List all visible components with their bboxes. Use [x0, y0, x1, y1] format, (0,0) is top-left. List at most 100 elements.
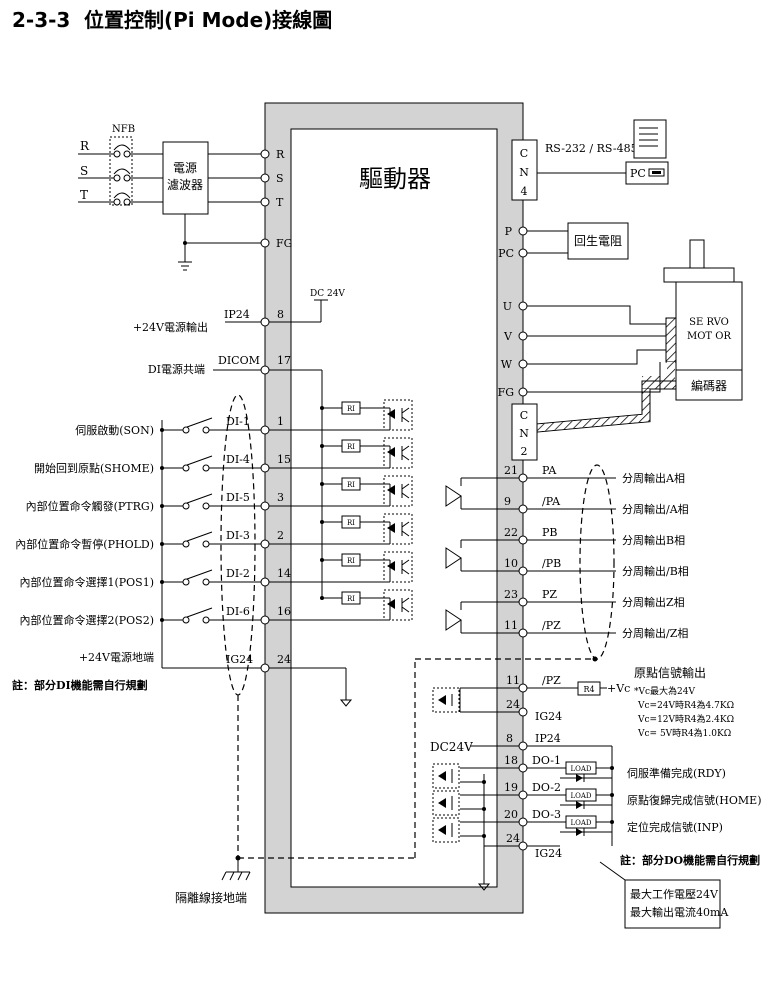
do-pin: 19 [504, 781, 518, 794]
origin-note-4: Vc= 5V時R4為1.0KΩ [637, 727, 731, 739]
power-phases: R S T [78, 139, 163, 206]
diode-icon [576, 828, 583, 836]
origin-title: 原點信號輸出 [634, 665, 706, 680]
regen-resistor-block: P PC 回生電阻 [498, 222, 629, 260]
dicom-label: DICOM [218, 354, 260, 367]
terminal-w: W [501, 358, 513, 371]
terminal-r: R [276, 148, 285, 161]
pulse-desc: 分周輸出A相 [622, 471, 685, 485]
terminal-fg: FG [276, 237, 292, 250]
pulse-pin: 22 [504, 526, 518, 539]
cn2-connector: C N 2 [511, 403, 538, 461]
pulse-desc: 分周輸出/B相 [622, 564, 689, 578]
do-load-label: LOAD [570, 819, 591, 827]
line-driver-icon [445, 485, 462, 507]
cn4-letter-n: N [519, 166, 529, 179]
pulse-shield [579, 464, 615, 660]
ip24-desc: +24V電源輸出 [133, 320, 208, 334]
phase-t-label: T [80, 188, 88, 202]
cn2-letter-2: 2 [521, 445, 528, 458]
line-driver-icon [445, 609, 462, 631]
pc-label: PC [630, 167, 646, 180]
pulse-pin: 23 [504, 588, 518, 601]
optocoupler-icon [383, 589, 413, 621]
do-ip24-pin: 8 [506, 732, 513, 745]
line-driver-icon [445, 547, 462, 569]
di-note: 註：部分DI機能需自行規劃 [12, 678, 148, 692]
di-pin: 2 [277, 529, 284, 542]
pulse-desc: 分周輸出/Z相 [622, 626, 688, 640]
dicom-desc: DI電源共端 [148, 362, 205, 376]
optocoupler-icon [383, 437, 413, 469]
power-terminals: R S T FG [178, 148, 292, 271]
di-name: DI-6 [226, 605, 250, 618]
terminal-u: U [503, 300, 512, 313]
origin-pin-2: 24 [506, 698, 520, 711]
ip24-pin: 8 [277, 308, 284, 321]
diode-icon [576, 774, 583, 782]
di-desc: 內部位置命令暫停(PHOLD) [15, 537, 154, 551]
shield-ground-label: 隔離線接地端 [175, 890, 247, 905]
do-desc: 定位完成信號(INP) [627, 820, 723, 834]
di-resistor-label: RI [347, 557, 355, 565]
di-resistor-label: RI [347, 443, 355, 451]
do-name: DO-1 [532, 754, 561, 767]
ig24-name: IG24 [226, 653, 253, 666]
di-name: DI-1 [226, 415, 250, 428]
origin-name-1: /PZ [542, 674, 561, 687]
encoder-label: 編碼器 [691, 378, 727, 393]
dc-supply: DC 24V IP24 8 +24V電源輸出 DICOM 17 DI電源共端 [133, 289, 345, 598]
origin-note-2: Vc=24V時R4為4.7KΩ [637, 699, 734, 711]
nfb-label: NFB [112, 124, 135, 135]
terminal-v: V [503, 330, 513, 343]
di-pin: 1 [277, 415, 284, 428]
optocoupler-icon [383, 513, 413, 545]
pc-box [625, 161, 669, 185]
phase-r-label: R [80, 139, 90, 153]
do-dc24v-label: DC24V [430, 740, 473, 754]
di-pin: 3 [277, 491, 284, 504]
terminal-pc: PC [498, 247, 514, 260]
terminal-s: S [276, 172, 284, 185]
di-name: DI-5 [226, 491, 250, 504]
do-name: DO-3 [532, 808, 561, 821]
origin-note-1: *Vc最大為24V [634, 685, 695, 697]
do-ip24-label: IP24 [535, 732, 561, 745]
optocoupler-icon [383, 551, 413, 583]
ip24-label: IP24 [224, 308, 250, 321]
pulse-name: /PB [542, 557, 561, 570]
nfb-breaker [109, 136, 133, 206]
filter-label-1: 電源 [173, 161, 197, 175]
dc24v-label: DC 24V [310, 289, 345, 299]
terminal-motor-fg: FG [498, 386, 514, 399]
di-desc: 內部位置命令選擇2(POS2) [19, 613, 154, 627]
ig24-desc: +24V電源地端 [79, 650, 154, 664]
do-desc: 原點復歸完成信號(HOME) [627, 793, 762, 807]
do-load-label: LOAD [570, 765, 591, 773]
cn4-connector: C N 4 RS-232 / RS-485 PC [511, 119, 669, 201]
di-pin: 15 [277, 453, 291, 466]
origin-note-3: Vc=12V時R4為2.4KΩ [637, 713, 734, 725]
pulse-pin: 21 [504, 464, 518, 477]
do-pin: 20 [504, 808, 518, 821]
do-load-label: LOAD [570, 792, 591, 800]
terminal-t: T [276, 196, 284, 209]
do-output-block: DC24V 8 IP24 24 IG24 註：部分DO機能需自行規劃 最大工作電… [430, 732, 760, 929]
driver-inner [290, 128, 498, 888]
pulse-name: /PZ [542, 619, 561, 632]
ig24-pin: 24 [277, 653, 291, 666]
section-number: 2-3-3 [12, 8, 70, 32]
di-resistor-label: RI [347, 481, 355, 489]
di-resistor-label: RI [347, 595, 355, 603]
di-pin: 14 [277, 567, 291, 580]
motor-terminals: U V W FG [498, 300, 666, 399]
pulse-name: PB [542, 526, 558, 539]
